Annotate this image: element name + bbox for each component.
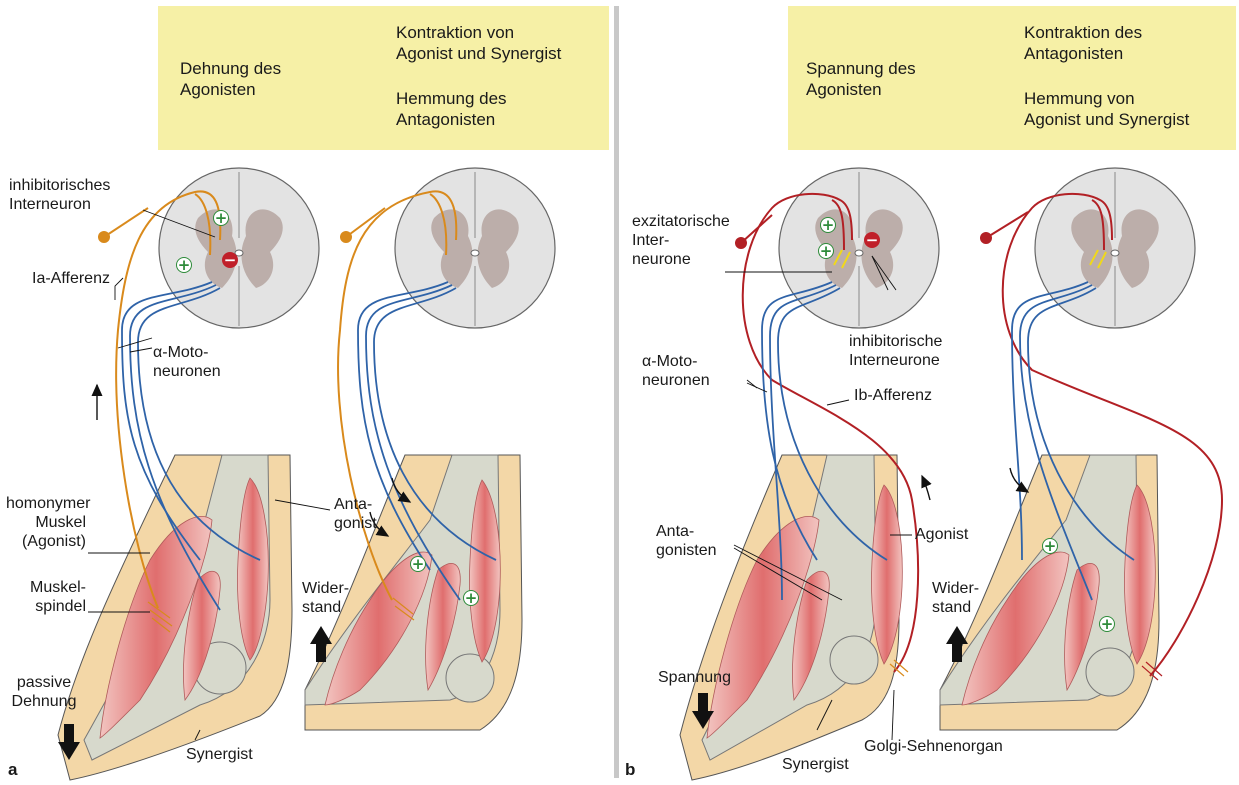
arm-1: [58, 455, 292, 780]
label-resistance-a: Wider-stand: [302, 579, 349, 617]
minus-sign-b: −: [864, 232, 880, 248]
arm-3: [680, 455, 902, 780]
plus-sign-a-2: +: [176, 257, 192, 273]
label-golgi-tendon-organ: Golgi-Sehnenorgan: [864, 737, 1003, 756]
label-synergist-b: Synergist: [782, 755, 849, 774]
spinal-cord-2: [395, 168, 555, 328]
label-alpha-motoneurons-b: α-Moto-neuronen: [642, 352, 710, 390]
plus-sign-b-3: +: [1042, 538, 1058, 554]
label-alpha-motoneurons-a: α-Moto-neuronen: [153, 343, 221, 381]
label-muscle-spindle: Muskel-spindel: [18, 578, 86, 616]
spinal-cord-1: [159, 168, 319, 328]
ib-ganglion-1: [735, 237, 747, 249]
label-tension: Spannung: [658, 668, 731, 687]
minus-sign-a: −: [222, 252, 238, 268]
ia-ganglion-2: [340, 231, 352, 243]
panel-divider: [614, 6, 619, 778]
label-synergist-a: Synergist: [186, 745, 253, 764]
tension-arrow-shaft: [698, 693, 708, 713]
resistance-arrow-shaft: [316, 642, 326, 662]
resistance-arrow-shaft-b: [952, 642, 962, 662]
ia-ganglion-1: [98, 231, 110, 243]
label-ib-afferent: Ib-Afferenz: [854, 386, 932, 405]
plus-sign-b-4: +: [1099, 616, 1115, 632]
plus-sign-a-3: +: [410, 556, 426, 572]
panel-label-a: a: [8, 760, 17, 780]
plus-sign-b-1: +: [820, 217, 836, 233]
resistance-arrow-head-b: [946, 626, 968, 644]
plus-sign-a-1: +: [213, 210, 229, 226]
stretch-arrow-shaft: [64, 724, 74, 744]
label-antagonist-a: Anta-gonist: [334, 495, 377, 533]
plus-sign-b-2: +: [818, 243, 834, 259]
label-resistance-b: Wider-stand: [932, 579, 979, 617]
resistance-arrow-head: [310, 626, 332, 644]
label-ia-afferent: Ia-Afferenz: [32, 269, 110, 288]
ib-ganglion-2: [980, 232, 992, 244]
panel-label-b: b: [625, 760, 635, 780]
label-agonist-b: Agonist: [915, 525, 968, 544]
label-antagonists: Anta-gonisten: [656, 522, 717, 560]
plus-sign-a-4: +: [463, 590, 479, 606]
